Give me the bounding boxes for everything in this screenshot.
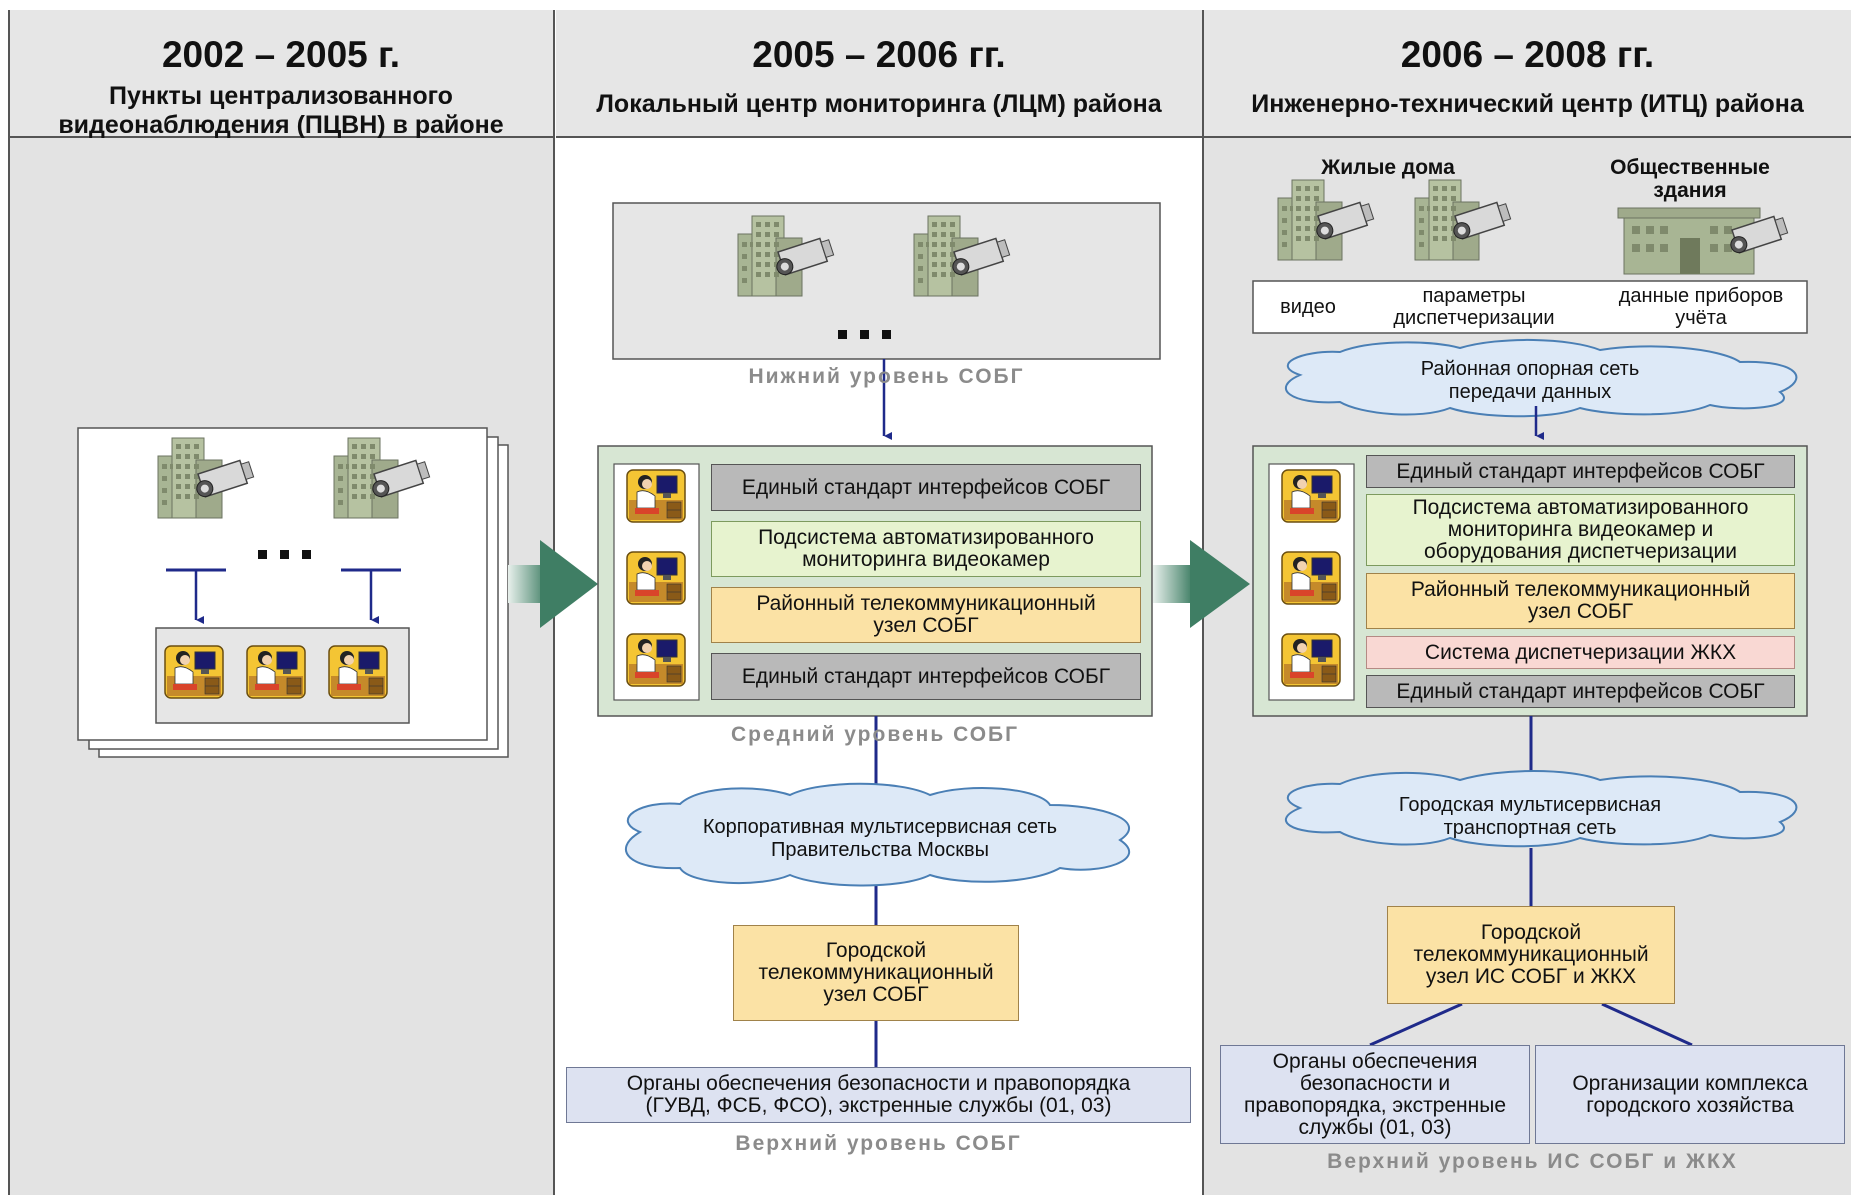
city-telecom-node-box: Городской телекоммуникационный узел СОБГ	[733, 925, 1019, 1021]
district-telecom-node-box: Районный телекоммуникационный узел СОБГ	[711, 587, 1141, 643]
public-buildings-label: Общественные здания	[1610, 156, 1770, 202]
housing-dispatch-system-box: Система диспетчеризации ЖКХ	[1366, 636, 1795, 669]
monitoring-subsystem-box: Подсистема автоматизированного мониторин…	[711, 521, 1141, 577]
input-dispatch-params: параметры диспетчеризации	[1393, 285, 1555, 329]
operator-workstation-icon	[164, 645, 224, 699]
operator-workstation-icon	[626, 633, 686, 687]
column-2-header: 2005 – 2006 гг. Локальный центр монитори…	[556, 10, 1202, 138]
period-3: 2006 – 2008 гг.	[1400, 34, 1655, 75]
lower-level-label: Нижний уровень СОБГ	[748, 365, 1025, 388]
operator-workstation-icon	[246, 645, 306, 699]
title-2: Локальный центр мониторинга (ЛЦМ) района	[596, 90, 1162, 118]
public-building-icon	[1617, 207, 1789, 275]
transition-arrow-1	[508, 540, 598, 628]
city-cloud	[1285, 770, 1798, 848]
building-camera-icon	[1414, 179, 1513, 261]
interface-standard-box: Единый стандарт интерфейсов СОБГ	[1366, 455, 1795, 488]
building-camera-icon	[1277, 179, 1376, 261]
city-network-label: Городская мультисервисная транспортная с…	[1398, 794, 1662, 839]
district-cloud	[1285, 338, 1798, 418]
ellipsis-icon	[838, 330, 891, 339]
corporate-cloud	[625, 782, 1130, 887]
operator-workstation-icon	[1281, 469, 1341, 523]
input-meter-data: данные приборов учёта	[1618, 285, 1784, 329]
column-3-header: 2006 – 2008 гг. Инженерно-технический це…	[1204, 10, 1851, 138]
interface-standard-box: Единый стандарт интерфейсов СОБГ	[711, 464, 1141, 511]
input-video: видео	[1280, 296, 1336, 318]
operator-workstation-icon	[1281, 633, 1341, 687]
title-1: Пункты централизованного видеонаблюдения…	[58, 82, 504, 139]
title-3: Инженерно-технический центр (ИТЦ) района	[1251, 90, 1804, 118]
district-network-label: Районная опорная сеть передачи данных	[1420, 358, 1640, 403]
agencies-box: Органы обеспечения безопасности и правоп…	[566, 1067, 1191, 1123]
interface-standard-box: Единый стандарт интерфейсов СОБГ	[711, 653, 1141, 700]
upper-level-label: Верхний уровень СОБГ	[735, 1132, 1022, 1155]
operator-workstation-icon	[626, 551, 686, 605]
operator-workstation-icon	[1281, 551, 1341, 605]
utilities-box: Организации комплекса городского хозяйст…	[1535, 1045, 1845, 1144]
operator-workstation-icon	[626, 469, 686, 523]
column-1-header: 2002 – 2005 г. Пункты централизованного …	[8, 10, 554, 139]
city-telecom-node-box: Городской телекоммуникационный узел ИС С…	[1387, 906, 1675, 1004]
residential-label: Жилые дома	[1321, 156, 1455, 179]
period-2: 2005 – 2006 гг.	[752, 34, 1006, 75]
divider-left	[8, 10, 10, 1195]
interface-standard-box: Единый стандарт интерфейсов СОБГ	[1366, 675, 1795, 708]
transition-arrow-2	[1153, 540, 1250, 628]
upper-level-label: Верхний уровень ИС СОБГ и ЖКХ	[1327, 1150, 1738, 1173]
middle-level-label: Средний уровень СОБГ	[730, 723, 1020, 746]
period-1: 2002 – 2005 г.	[161, 34, 401, 75]
monitoring-dispatch-subsystem-box: Подсистема автоматизированного мониторин…	[1366, 494, 1795, 566]
district-telecom-node-box: Районный телекоммуникационный узел СОБГ	[1366, 573, 1795, 629]
corporate-network-label: Корпоративная мультисервисная сеть Прави…	[702, 816, 1058, 861]
agencies-box: Органы обеспечения безопасности и правоп…	[1220, 1045, 1530, 1144]
operator-workstation-icon	[328, 645, 388, 699]
ellipsis-icon	[258, 550, 311, 559]
